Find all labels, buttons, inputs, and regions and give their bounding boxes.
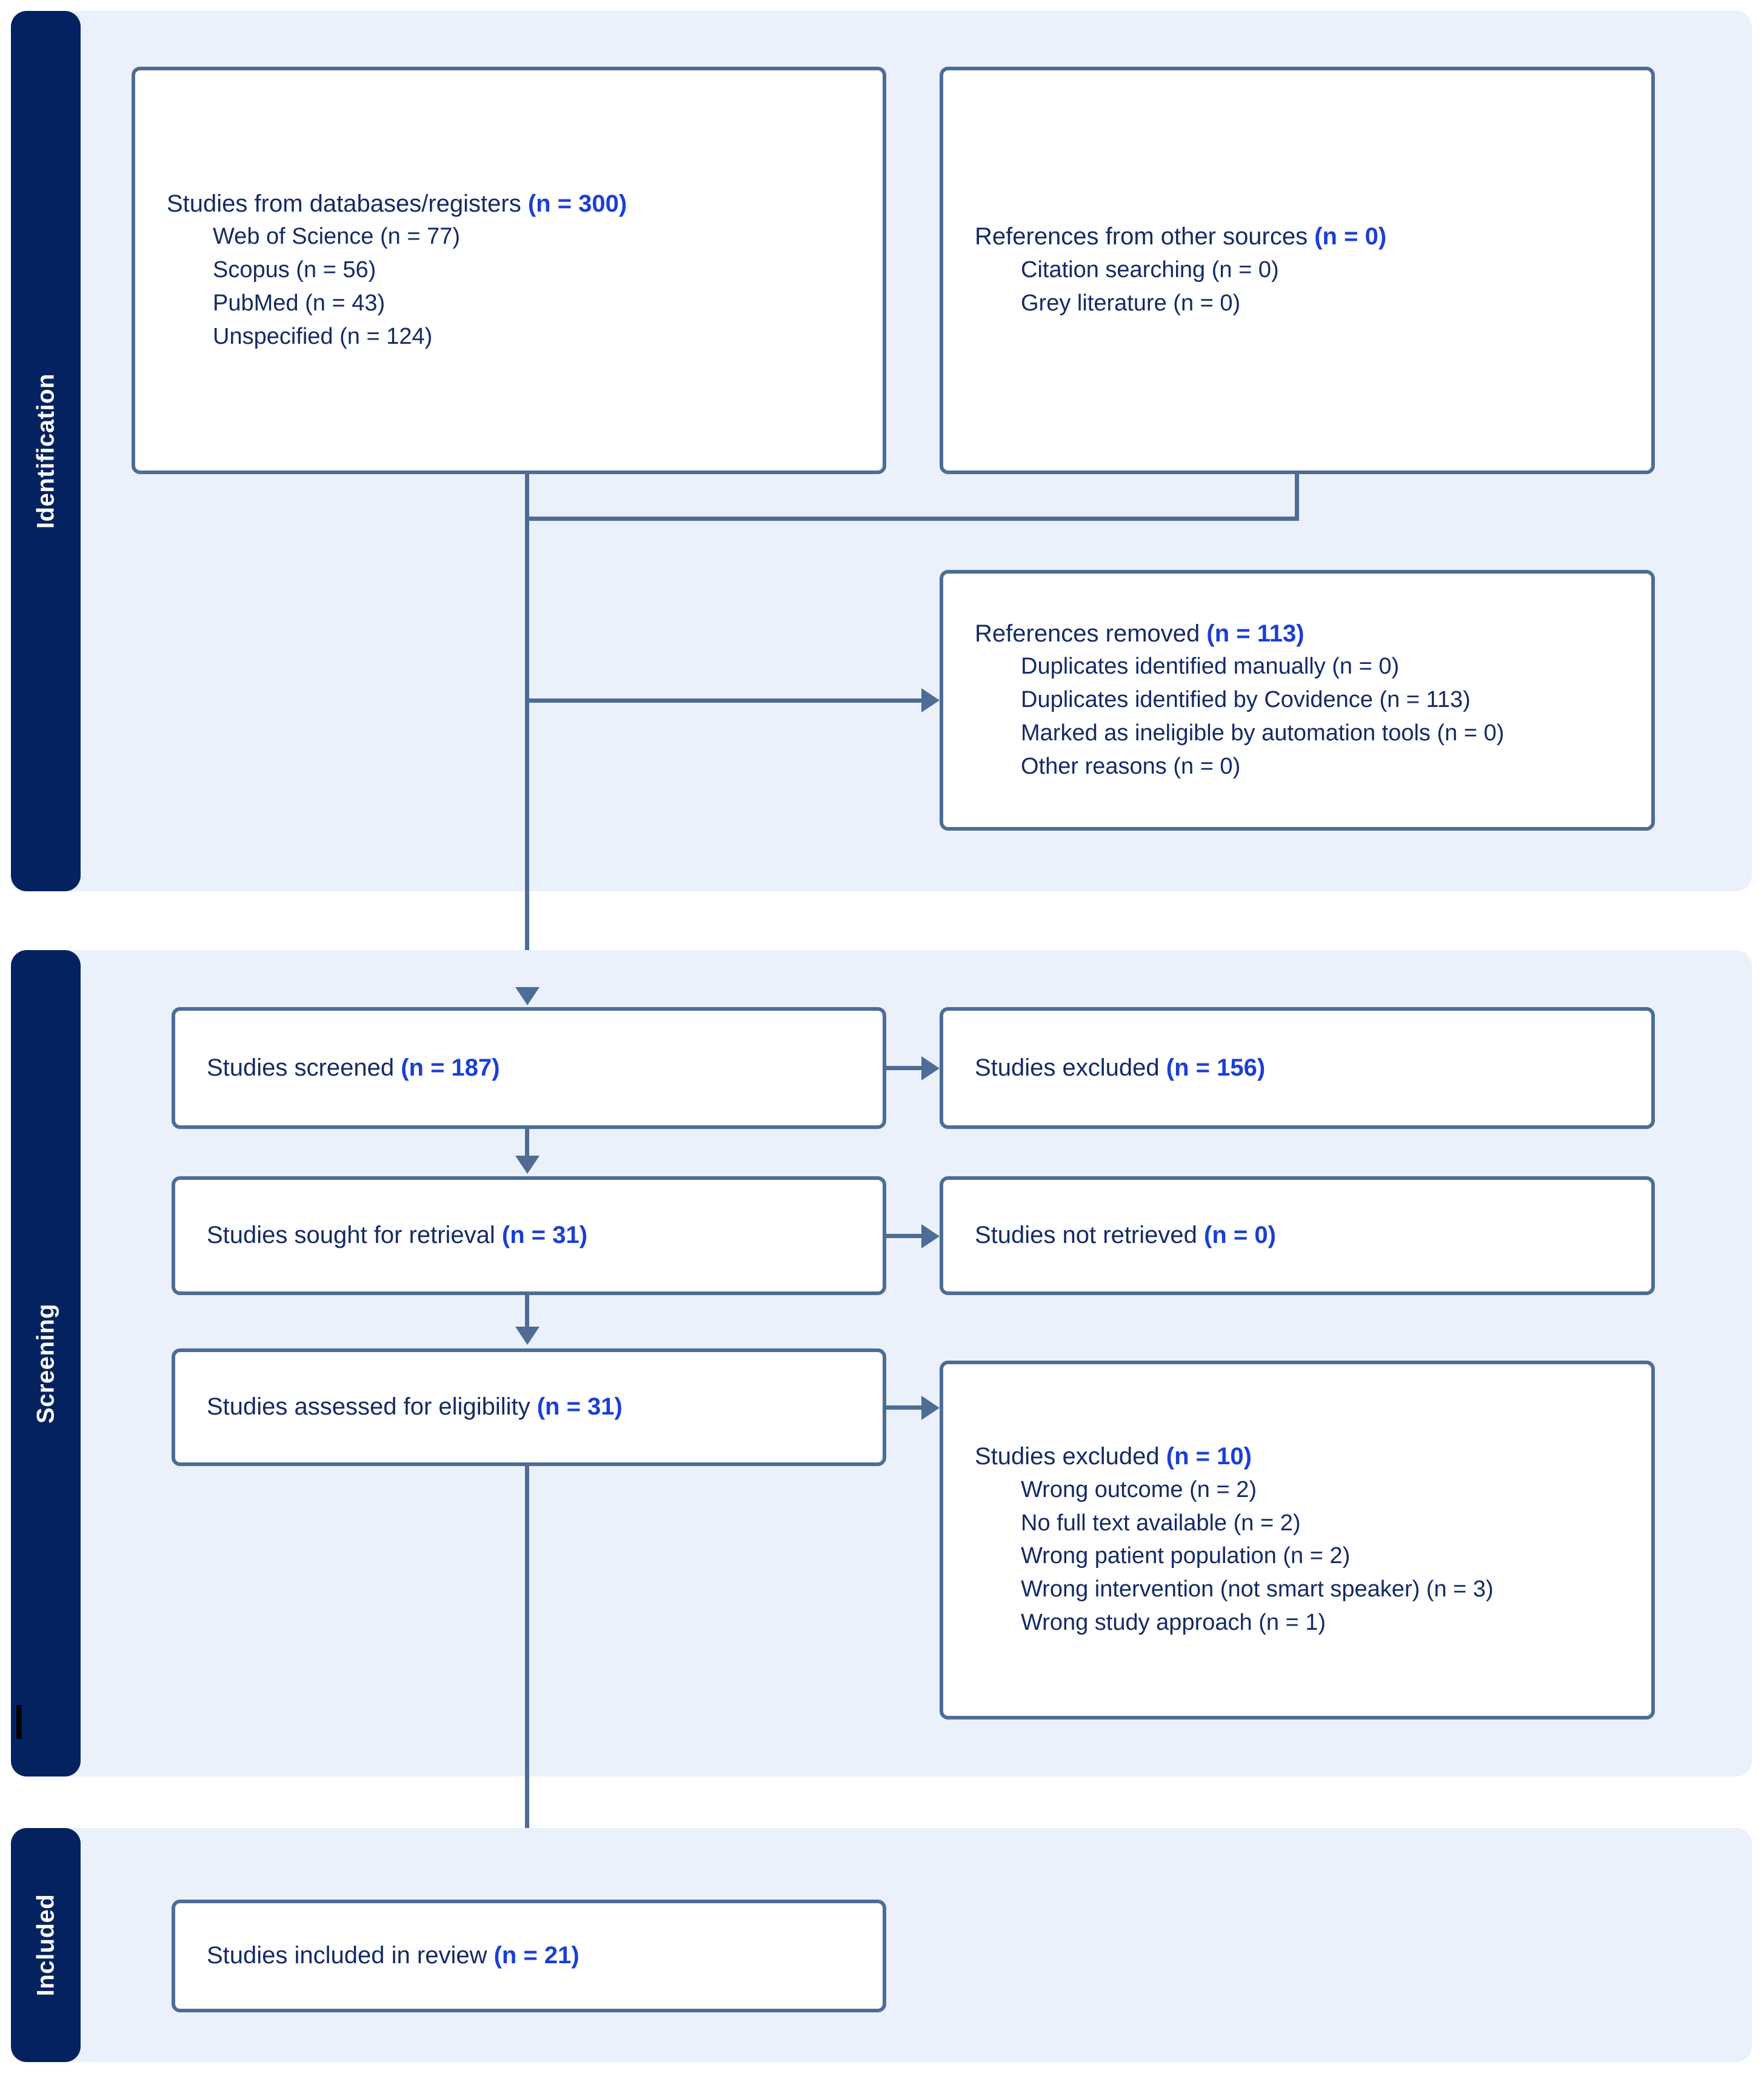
arrow-to-references-removed <box>921 688 940 712</box>
box-studies-excluded-eligibility-count: (n = 10) <box>1166 1443 1252 1470</box>
arrow-to-sought-retrieval <box>515 1156 540 1174</box>
box-studies-assessed-eligibility-count: (n = 31) <box>536 1393 623 1421</box>
list-item: Marked as ineligible by automation tools… <box>1021 720 1505 746</box>
box-studies-assessed-eligibility: Studies assessed for eligibility (n = 31… <box>172 1348 886 1466</box>
box-studies-not-retrieved-title: Studies not retrieved (n = 0) <box>943 1219 1651 1252</box>
arrow-screened-to-excluded <box>921 1056 940 1080</box>
box-studies-sought-retrieval-count: (n = 31) <box>501 1222 588 1249</box>
connector-to-references-removed <box>525 698 923 703</box>
identification-sidebar: Identification <box>11 11 81 891</box>
box-studies-excluded-eligibility: Studies excluded (n = 10) Wrong outcome … <box>940 1361 1655 1720</box>
connector-screened-down <box>525 1129 529 1158</box>
edge-artifact-mark <box>16 1705 22 1739</box>
list-item: No full text available (n = 2) <box>1021 1510 1301 1536</box>
list-item: Wrong intervention (not smart speaker) (… <box>1021 1576 1494 1602</box>
connector-sought-to-not-retrieved <box>886 1234 924 1238</box>
box-references-removed-title-text: References removed <box>975 620 1207 647</box>
box-references-other-sources-title-text: References from other sources <box>975 223 1315 250</box>
list-item: Wrong patient population (n = 2) <box>1021 1543 1351 1569</box>
list-item: Other reasons (n = 0) <box>1021 753 1241 779</box>
connector-assessed-down <box>525 1466 529 1918</box>
box-studies-excluded-eligibility-list: Wrong outcome (n = 2) No full text avail… <box>943 1473 1651 1639</box>
box-references-removed-title: References removed (n = 113) <box>943 618 1651 651</box>
box-studies-excluded-eligibility-title: Studies excluded (n = 10) <box>943 1441 1651 1473</box>
arrow-to-assessed-eligibility <box>515 1327 540 1345</box>
box-studies-sought-retrieval: Studies sought for retrieval (n = 31) <box>172 1176 886 1295</box>
included-sidebar: Included <box>11 1828 81 2062</box>
box-studies-not-retrieved-count: (n = 0) <box>1204 1222 1276 1249</box>
box-studies-assessed-eligibility-title-text: Studies assessed for eligibility <box>207 1393 537 1421</box>
box-studies-included-review-title: Studies included in review (n = 21) <box>175 1940 883 1972</box>
list-item: Grey literature (n = 0) <box>1021 290 1241 316</box>
box-studies-sought-retrieval-title-text: Studies sought for retrieval <box>207 1222 502 1249</box>
connector-merge-horizontal <box>525 517 1299 521</box>
box-references-other-sources-title: References from other sources (n = 0) <box>943 221 1651 253</box>
box-studies-included-review-title-text: Studies included in review <box>207 1942 494 1969</box>
box-studies-screened-count: (n = 187) <box>401 1054 500 1081</box>
connector-screened-to-excluded <box>886 1066 924 1070</box>
identification-sidebar-label: Identification <box>32 373 59 529</box>
screening-sidebar-label: Screening <box>32 1303 59 1424</box>
list-item: Citation searching (n = 0) <box>1021 257 1279 283</box>
list-item: Wrong outcome (n = 2) <box>1021 1477 1257 1502</box>
connector-other-sources-down <box>1295 474 1299 520</box>
box-references-removed: References removed (n = 113) Duplicates … <box>940 570 1655 831</box>
box-studies-sought-retrieval-title: Studies sought for retrieval (n = 31) <box>175 1219 883 1252</box>
box-studies-not-retrieved-title-text: Studies not retrieved <box>975 1222 1204 1249</box>
box-studies-excluded-screening: Studies excluded (n = 156) <box>940 1007 1655 1129</box>
list-item: Duplicates identified by Covidence (n = … <box>1021 687 1471 713</box>
box-studies-included-review: Studies included in review (n = 21) <box>172 1900 886 2012</box>
list-item: PubMed (n = 43) <box>213 290 386 316</box>
box-references-other-sources-list: Citation searching (n = 0) Grey literatu… <box>943 253 1651 320</box>
box-references-removed-list: Duplicates identified manually (n = 0) D… <box>943 650 1651 783</box>
included-sidebar-label: Included <box>32 1894 59 1997</box>
box-references-other-sources-count: (n = 0) <box>1314 223 1387 250</box>
box-studies-not-retrieved: Studies not retrieved (n = 0) <box>940 1176 1655 1295</box>
box-studies-from-databases-count: (n = 300) <box>527 190 627 217</box>
box-studies-excluded-eligibility-title-text: Studies excluded <box>975 1443 1166 1470</box>
arrow-to-studies-screened <box>515 987 540 1005</box>
box-studies-included-review-count: (n = 21) <box>493 1942 580 1969</box>
box-studies-excluded-screening-title: Studies excluded (n = 156) <box>943 1052 1651 1085</box>
list-item: Scopus (n = 56) <box>213 257 376 283</box>
list-item: Duplicates identified manually (n = 0) <box>1021 654 1400 680</box>
box-studies-assessed-eligibility-title: Studies assessed for eligibility (n = 31… <box>175 1391 883 1424</box>
connector-merge-to-spine <box>525 517 529 1014</box>
box-studies-screened: Studies screened (n = 187) <box>172 1007 886 1129</box>
box-studies-screened-title-text: Studies screened <box>207 1054 401 1081</box>
arrow-sought-to-not-retrieved <box>921 1224 940 1248</box>
list-item: Unspecified (n = 124) <box>213 323 433 349</box>
connector-sought-down <box>525 1295 529 1327</box>
box-studies-excluded-screening-title-text: Studies excluded <box>975 1054 1166 1081</box>
box-studies-from-databases-list: Web of Science (n = 77) Scopus (n = 56) … <box>135 220 883 353</box>
box-references-other-sources: References from other sources (n = 0) Ci… <box>940 67 1655 474</box>
connector-databases-down <box>525 474 529 520</box>
list-item: Wrong study approach (n = 1) <box>1021 1609 1326 1635</box>
arrow-assessed-to-excluded <box>921 1396 940 1420</box>
list-item: Web of Science (n = 77) <box>213 224 461 250</box>
box-studies-from-databases: Studies from databases/registers (n = 30… <box>132 67 886 474</box>
box-studies-from-databases-title-text: Studies from databases/registers <box>167 190 528 217</box>
box-studies-from-databases-title: Studies from databases/registers (n = 30… <box>135 188 883 221</box>
screening-sidebar: Screening <box>11 950 81 1777</box>
box-references-removed-count: (n = 113) <box>1206 620 1305 647</box>
connector-assessed-to-excluded <box>886 1405 924 1410</box>
box-studies-screened-title: Studies screened (n = 187) <box>175 1052 883 1085</box>
box-studies-excluded-screening-count: (n = 156) <box>1166 1054 1266 1081</box>
